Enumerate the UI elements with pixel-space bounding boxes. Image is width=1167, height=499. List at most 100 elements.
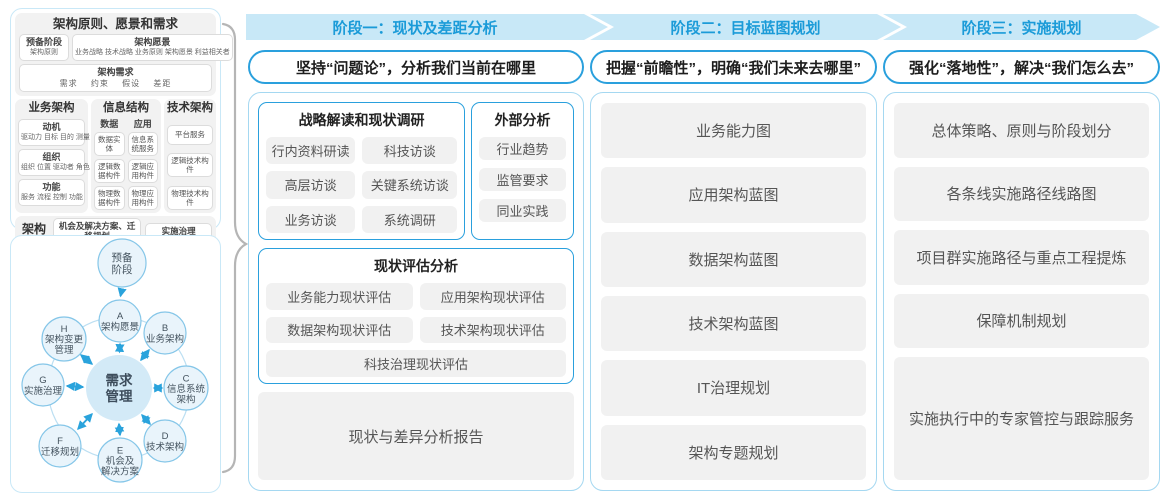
prep-phase-title: 预备阶段 [25, 37, 62, 47]
adm-node-g-circle [21, 363, 65, 407]
tech-item: 平台服务 [167, 124, 213, 145]
phase3-header-label: 阶段三：实施规划 [961, 19, 1082, 37]
adm-node-c-label: 信息系统 [167, 383, 206, 395]
adm-center-label: 管理 [106, 388, 133, 404]
external-analysis-title: 外部分析 [494, 112, 551, 128]
assessment-group: 现状评估分析 业务能力现状评估 应用架构现状评估 数据架构现状评估 技术架构现状… [258, 248, 574, 384]
phase3-slogan: 强化“落地性”，解决“我们怎么去” [883, 50, 1160, 84]
adm-cycle-diagram: 预备 阶段 A 架构愿景 H 架构变更 管理 B 业务架构 G 实施治理 C 信… [21, 238, 209, 483]
adm-node-d-circle [143, 419, 187, 463]
adm-node-a-label: 架构愿景 [101, 321, 139, 333]
phase2-header-label: 阶段二：目标蓝图规划 [670, 19, 821, 37]
adm-node-h-circle [41, 316, 87, 362]
motivation-title: 动机 [42, 122, 61, 132]
organization-box: 组织 组织 位置 驱动者 角色 [18, 149, 90, 176]
architecture-domains-section: 业务架构 动机 驱动力 目标 目的 测量 组织 组织 位置 驱动者 角色 功能 … [15, 99, 216, 213]
phase2-content-panel: 业务能力图 应用架构蓝图 数据架构蓝图 技术架构蓝图 IT治理规划 架构专题规划 [590, 92, 877, 491]
application-item: 物理应用构件 [127, 186, 158, 210]
phase2-item: 技术架构蓝图 [601, 295, 866, 352]
application-subcolumn: 应用 信息系统服务 逻辑应用构件 物理应用构件 [127, 119, 158, 210]
adm-node-b-circle [143, 311, 187, 355]
adm-node-h-label: 管理 [54, 344, 74, 356]
external-analysis-group: 外部分析 行业趋势 监管要求 同业实践 [471, 102, 574, 240]
adm-node-d-label: 技术架构 [146, 441, 184, 453]
adm-node-prep-label: 预备 [112, 251, 133, 264]
data-subcolumn: 数据 数据实体 逻辑数据构件 物理数据构件 [94, 119, 125, 210]
function-sub: 服务 流程 控制 功能 [21, 194, 83, 201]
phase2-item: 业务能力图 [601, 103, 866, 159]
adm-node-f-label: F [57, 436, 63, 447]
assessment-item: 科技治理现状评估 [266, 350, 566, 377]
phase3-content-panel: 总体策略、原则与阶段划分 各条线实施路径线路图 项目群实施路径与重点工程提炼 保… [883, 92, 1160, 491]
phase3-item: 项目群实施路径与重点工程提炼 [894, 230, 1149, 285]
phase2-item: 应用架构蓝图 [601, 167, 866, 223]
information-structure-column: 信息结构 数据 数据实体 逻辑数据构件 物理数据构件 应用 信息系统服务 逻辑应… [91, 99, 161, 213]
function-title: 功能 [42, 182, 61, 192]
adm-node-h-label: 架构变更 [45, 334, 84, 346]
adm-node-c-circle [163, 365, 209, 411]
phase2-item: IT治理规划 [601, 360, 866, 416]
adm-node-e-circle [97, 437, 143, 483]
phase2-header: 阶段二：目标蓝图规划 [590, 14, 901, 40]
phase3-item: 实施执行中的专家管控与跟踪服务 [894, 357, 1149, 480]
technical-architecture-title: 技术架构 [167, 102, 213, 114]
adm-node-f-label: 迁移规划 [41, 446, 79, 458]
data-item: 物理数据构件 [94, 186, 125, 210]
phase3-item: 各条线实施路径线路图 [894, 166, 1149, 222]
assessment-item: 业务能力现状评估 [266, 283, 413, 310]
application-item: 信息系统服务 [127, 132, 158, 156]
adm-node-f-circle [38, 424, 82, 468]
arrow-prep-to-a [117, 287, 127, 298]
strategy-item: 高层访谈 [266, 171, 356, 199]
business-architecture-column: 业务架构 动机 驱动力 目标 目的 测量 组织 组织 位置 驱动者 角色 功能 … [15, 99, 90, 213]
requirements-box: 架构需求 需求 约束 假设 差距 [19, 64, 212, 92]
phase1-header-label: 阶段一：现状及差距分析 [332, 19, 498, 37]
data-item: 逻辑数据构件 [94, 159, 125, 183]
external-item: 监管要求 [479, 168, 566, 191]
information-structure-title: 信息结构 [103, 102, 149, 114]
adm-node-d-label: D [162, 431, 169, 442]
prep-phase-box: 预备阶段 架构原则 [19, 34, 69, 61]
external-item: 同业实践 [479, 199, 566, 222]
strategy-research-title: 战略解读和现状调研 [298, 112, 425, 128]
strategy-item: 行内资料研读 [266, 137, 356, 165]
vision-sub: 业务战略 技术战略 业务原则 架构愿景 利益相关者 [75, 49, 230, 56]
adm-node-prep-circle [97, 238, 147, 288]
adm-node-h-label: H [61, 324, 68, 335]
adm-center-circle [86, 355, 152, 421]
phase3-item: 保障机制规划 [894, 293, 1149, 349]
phase3-slogan-label: 强化“落地性”，解决“我们怎么去” [908, 59, 1134, 77]
arrow-g-center [65, 381, 85, 392]
tech-item: 物理技术构件 [167, 186, 213, 211]
adm-node-c-label: 架构 [176, 394, 195, 406]
strategy-item: 业务访谈 [266, 205, 356, 233]
arrow-b-center [140, 348, 150, 362]
adm-node-g-label: G [39, 375, 46, 386]
motivation-sub: 驱动力 目标 目的 测量 [21, 134, 90, 141]
adm-node-c-label: C [183, 374, 190, 385]
phase1-slogan: 坚持“问题论”，分析我们当前在哪里 [248, 50, 584, 84]
architecture-content-framework-panel: 架构原则、愿景和需求 预备阶段 架构原则 架构愿景 业务战略 技术战略 业务原则… [10, 8, 233, 256]
requirements-sub: 需求 约束 假设 差距 [59, 79, 172, 88]
prep-phase-sub: 架构原则 [30, 49, 58, 56]
arrow-a-center [114, 342, 125, 354]
phase2-item: 架构专题规划 [601, 424, 866, 480]
application-item: 逻辑应用构件 [127, 159, 158, 183]
business-architecture-title: 业务架构 [28, 102, 75, 114]
strategy-item: 系统调研 [362, 205, 458, 233]
implementation-governance-title: 实施治理 [161, 226, 196, 236]
principles-section: 架构原则、愿景和需求 预备阶段 架构原则 架构愿景 业务战略 技术战略 业务原则… [15, 13, 233, 96]
arrow-f-center [77, 412, 93, 431]
phase2-slogan: 把握“前瞻性”，明确“我们未来去哪里” [590, 50, 877, 84]
assessment-item: 数据架构现状评估 [266, 316, 413, 344]
vision-box: 架构愿景 业务战略 技术战略 业务原则 架构愿景 利益相关者 [72, 34, 233, 61]
adm-node-e-label: E [117, 446, 123, 457]
strategy-item: 关键系统访谈 [362, 171, 458, 199]
adm-node-g-label: 实施治理 [24, 385, 63, 397]
adm-node-e-label: 解决方案 [101, 466, 140, 478]
data-subcolumn-title: 数据 [100, 119, 119, 129]
function-box: 功能 服务 流程 控制 功能 [18, 179, 85, 206]
phase1-content-panel: 战略解读和现状调研 行内资料研读 科技访谈 高层访谈 关键系统访谈 业务访谈 系… [248, 92, 584, 491]
organization-title: 组织 [42, 152, 61, 162]
